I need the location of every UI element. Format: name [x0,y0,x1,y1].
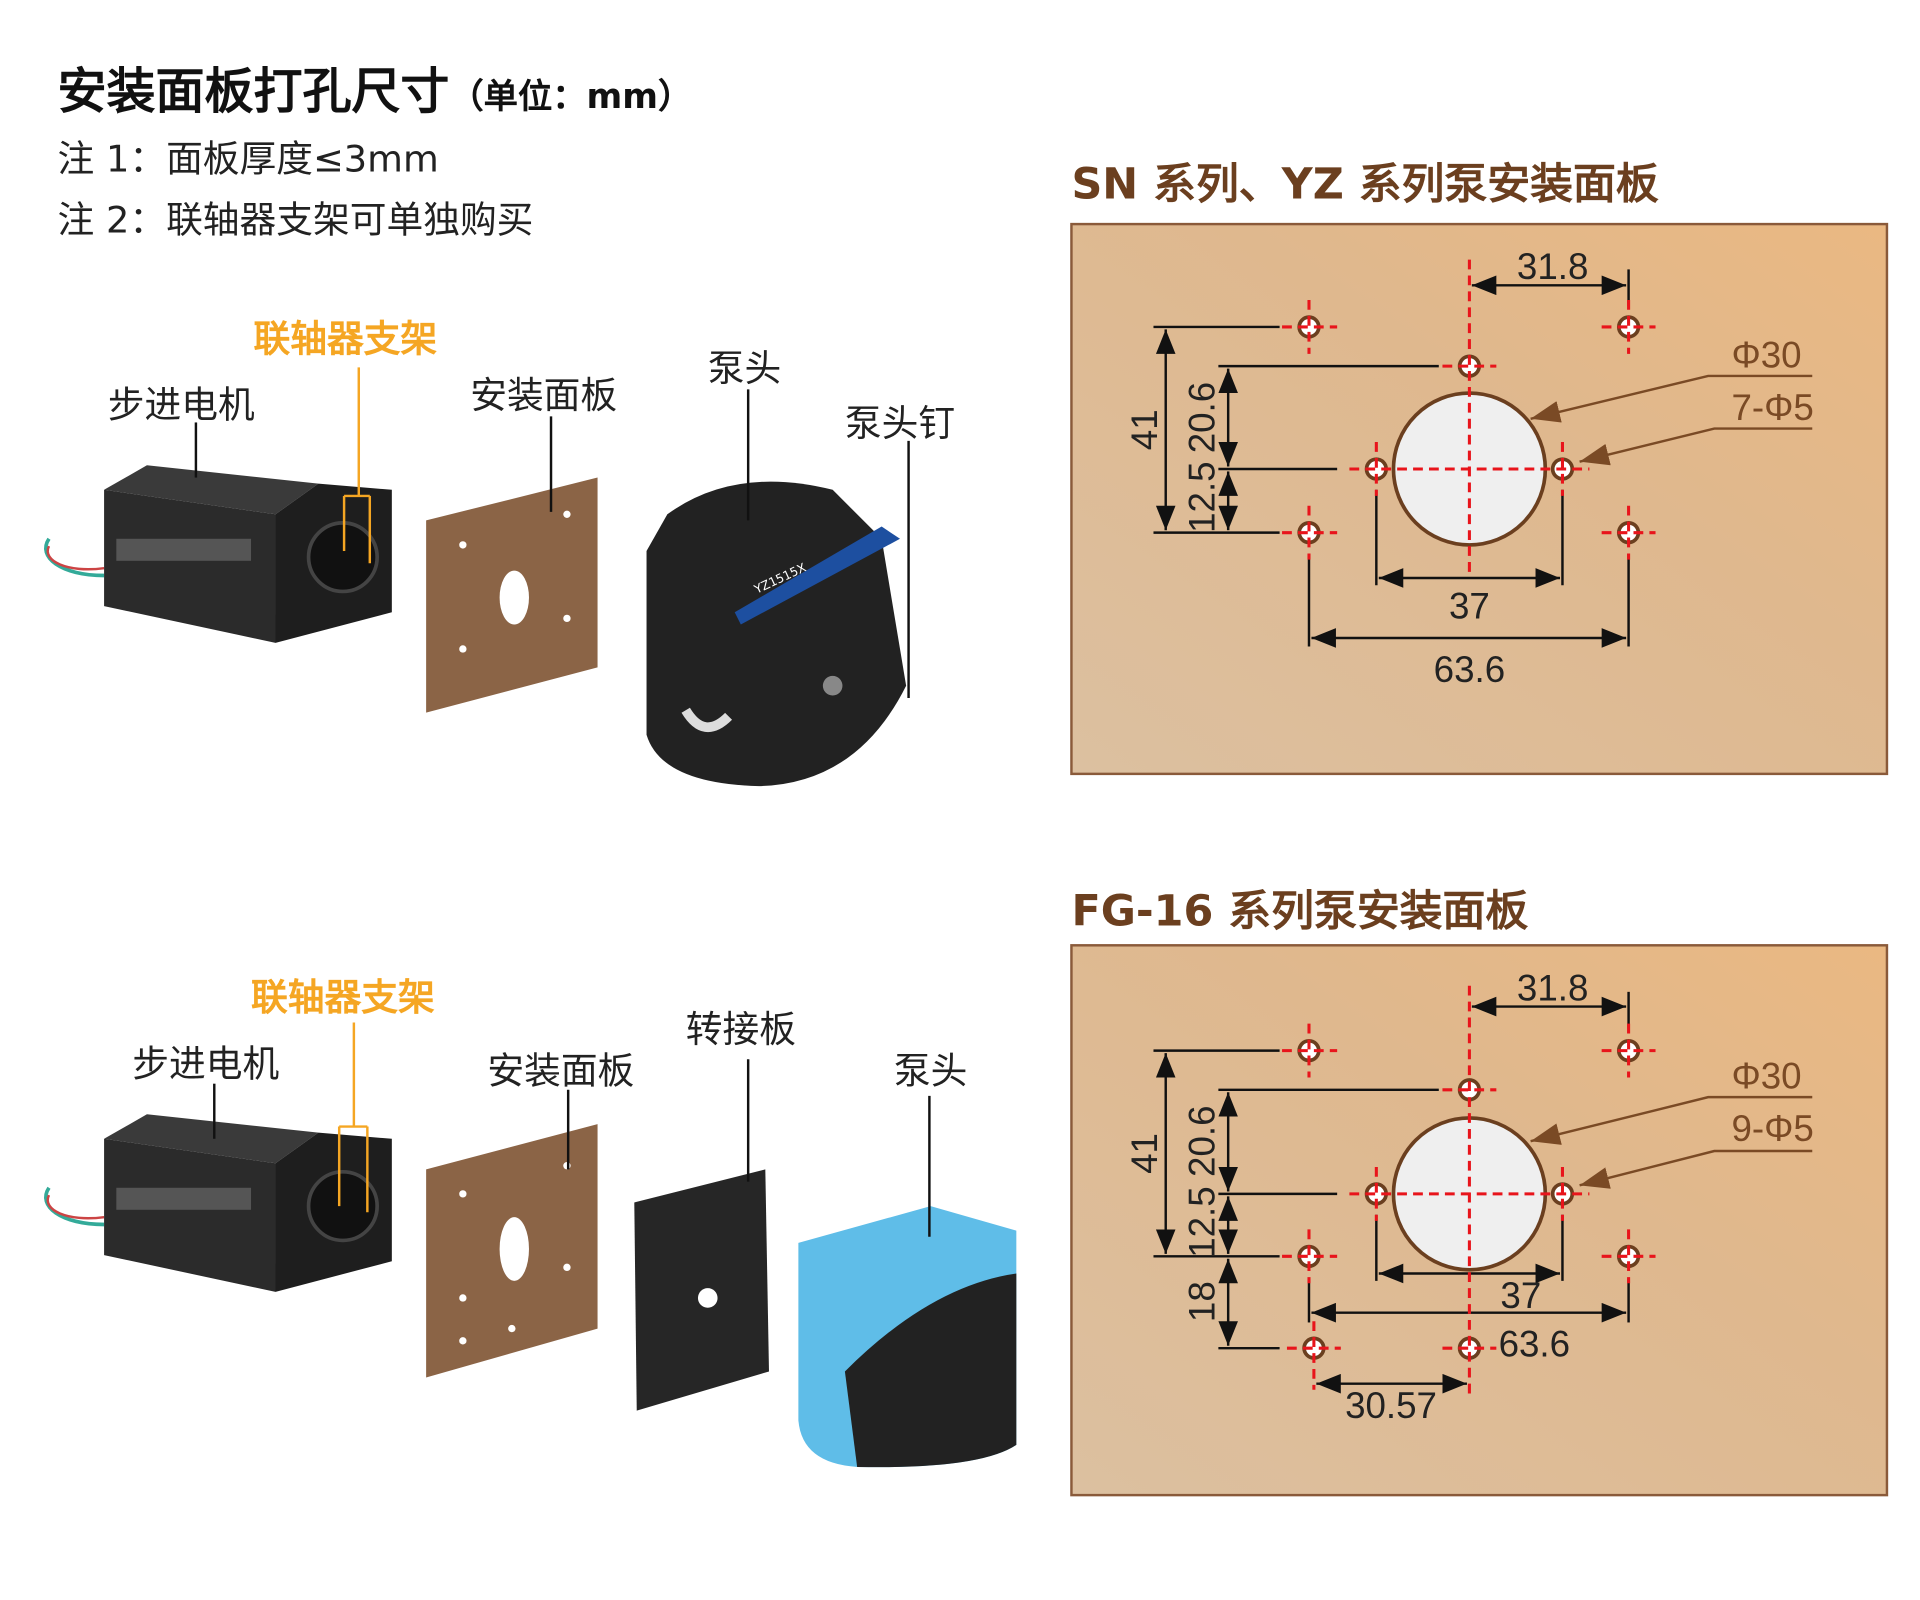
panel-sn-yz-drawing: 31.8 41 20.6 12.5 37 63.6 Φ30 7-Φ5 [1070,222,1889,776]
panel-sn-yz-title: SN 系列、YZ 系列泵安装面板 [1071,160,1659,210]
stepper-motor-illustration [44,367,392,643]
dim-18: 18 [1182,1281,1223,1322]
mount-panel-illustration-2 [426,1089,598,1378]
pump-head-illustration: YZ1515X [646,389,910,787]
dim-31-8: 31.8 [1517,246,1588,287]
dim-41-2: 41 [1124,1133,1165,1174]
page-title: 安装面板打孔尺寸（单位：mm） [58,51,693,122]
title-text: 安装面板打孔尺寸 [57,63,450,121]
label-pump-head-pin: 泵头钉 [844,402,956,446]
dim-41: 41 [1124,409,1165,450]
note-2: 注 2：联轴器支架可单独购买 [57,199,534,243]
dim-20-6-2: 20.6 [1182,1105,1223,1176]
dim-63-6: 63.6 [1434,649,1505,690]
label-mount-panel: 安装面板 [470,374,618,418]
big-hole-label: Φ30 [1731,334,1801,375]
mount-panel-illustration [426,416,598,713]
label-mount-panel-2: 安装面板 [487,1050,635,1094]
label-adapter-plate: 转接板 [685,1008,796,1052]
dim-20-6: 20.6 [1182,382,1223,453]
dim-31-8-2: 31.8 [1517,967,1588,1008]
unit-text: （单位：mm） [449,75,693,117]
centerlines [1282,259,1656,576]
dim-37-2: 37 [1500,1275,1541,1316]
dim-12-5: 12.5 [1182,461,1223,532]
label-pump-head: 泵头 [707,347,782,391]
small-holes-label-2: 9-Φ5 [1731,1108,1813,1149]
pump-head-illustration-2 [798,1095,1017,1468]
dim-37: 37 [1449,585,1490,626]
note-1: 注 1：面板厚度≤3mm [57,138,439,182]
dim-63-6-2: 63.6 [1499,1324,1570,1365]
label-stepper-motor-2: 步进电机 [132,1043,280,1087]
dim-12-5-2: 12.5 [1182,1186,1223,1257]
label-pump-head-2: 泵头 [893,1050,968,1094]
panel-fg16-title: FG-16 系列泵安装面板 [1071,887,1529,937]
big-hole-label-2: Φ30 [1731,1056,1801,1097]
centerlines-2 [1282,985,1656,1396]
dim-30-57: 30.57 [1345,1385,1437,1426]
stepper-motor-illustration-2 [44,1022,392,1292]
adapter-plate-illustration [634,1059,769,1411]
label-coupling-bracket-2: 联轴器支架 [251,977,435,1021]
label-stepper-motor: 步进电机 [107,384,255,428]
label-coupling-bracket: 联轴器支架 [253,318,438,362]
small-holes-label: 7-Φ5 [1731,387,1813,428]
panel-fg16-drawing: 31.8 41 20.6 12.5 18 37 63.6 30.57 Φ30 9… [1070,944,1889,1497]
